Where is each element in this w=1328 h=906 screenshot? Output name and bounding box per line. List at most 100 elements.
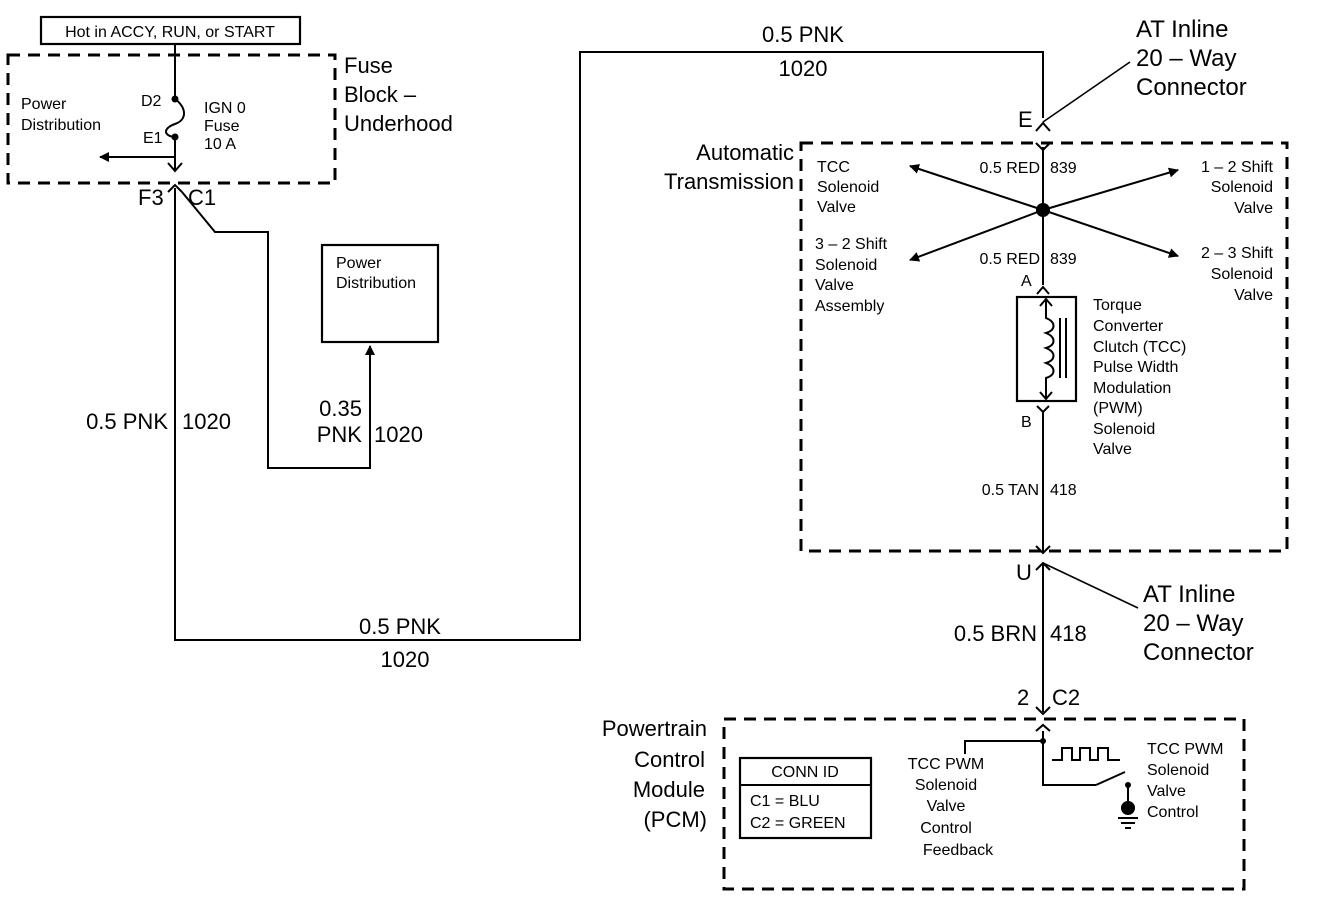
hot-label-box [39, 15, 302, 46]
wire-top-color-label: 0.5 PNK [762, 22, 844, 47]
connector-e-label: E [1018, 107, 1033, 132]
tcc-solenoid-label: TCC Solenoid Valve [817, 159, 879, 216]
svg-text:Control: Control [634, 747, 705, 772]
arrow-shift-23 [1042, 209, 1179, 258]
svg-text:Solenoid: Solenoid [1211, 179, 1273, 196]
wire-branch-color-label: 0.35 PNK [317, 396, 363, 447]
terminal-a-icon [1036, 285, 1050, 295]
svg-text:20 – Way: 20 – Way [1136, 45, 1237, 72]
connector-f3-c1-icon [167, 162, 183, 193]
svg-text:PNK: PNK [317, 422, 363, 447]
svg-text:Converter: Converter [1093, 318, 1164, 335]
pcm-switch-icon [1095, 771, 1126, 786]
terminal-a-label: A [1021, 273, 1032, 290]
pwm-solenoid-label: Torque Converter Clutch (TCC) Pulse Widt… [1093, 297, 1186, 458]
connector-c2-icon [1035, 706, 1051, 732]
svg-text:Fuse: Fuse [204, 118, 240, 135]
svg-text:3 – 2 Shift: 3 – 2 Shift [815, 236, 888, 253]
fuse-block-outline [6, 53, 337, 185]
shift-32-label: 3 – 2 Shift Solenoid Valve Assembly [815, 236, 888, 315]
svg-text:AT Inline: AT Inline [1136, 16, 1229, 43]
wire-top-circuit-label: 1020 [779, 56, 828, 81]
fuse-element-icon [165, 98, 185, 138]
svg-text:Power: Power [21, 96, 67, 113]
svg-text:Underhood: Underhood [344, 111, 453, 136]
fuse-block-power-distribution-label: Power Distribution [21, 96, 101, 134]
svg-text:Modulation: Modulation [1093, 380, 1171, 397]
svg-text:Connector: Connector [1136, 74, 1247, 101]
wire-tan-circuit: 418 [1050, 482, 1077, 499]
terminal-b-icon [1036, 405, 1050, 414]
svg-text:Valve: Valve [1234, 200, 1273, 217]
svg-text:Solenoid: Solenoid [1093, 421, 1155, 438]
power-distribution-box-label: Power Distribution [336, 255, 416, 292]
pwm-waveform-icon [1052, 747, 1120, 761]
pcm-junction-dot [1040, 738, 1046, 744]
svg-text:Powertrain: Powertrain [602, 716, 707, 741]
svg-text:Solenoid: Solenoid [817, 179, 879, 196]
pwm-solenoid-coil-icon [1039, 297, 1067, 401]
svg-text:Power: Power [336, 255, 382, 272]
pcm-outline [722, 717, 1246, 891]
wire-red-top-color: 0.5 RED [980, 160, 1040, 177]
svg-text:Solenoid: Solenoid [1211, 266, 1273, 283]
wire-red-bottom-color: 0.5 RED [980, 251, 1040, 268]
wire-branch-circuit-label: 1020 [374, 422, 423, 447]
svg-text:Valve: Valve [1093, 441, 1132, 458]
svg-text:Valve: Valve [815, 277, 854, 294]
wire-bottom-color-label: 0.5 PNK [359, 614, 441, 639]
svg-text:IGN 0: IGN 0 [204, 100, 246, 117]
pin-2-label: 2 [1017, 685, 1029, 710]
svg-text:TCC: TCC [817, 159, 850, 176]
svg-text:Solenoid: Solenoid [1147, 762, 1209, 779]
connector-c2-label: C2 [1052, 685, 1080, 710]
svg-text:Control: Control [920, 820, 972, 837]
terminal-e1-label: E1 [143, 130, 163, 147]
connector-e-icon [1035, 121, 1051, 152]
fuse-block-title: Fuse Block – Underhood [344, 53, 453, 136]
svg-text:Assembly: Assembly [815, 298, 884, 315]
svg-text:Automatic: Automatic [696, 140, 794, 165]
wire-brn-circuit: 418 [1050, 621, 1087, 646]
terminal-b-label: B [1021, 414, 1032, 431]
wire-red-bottom-circuit: 839 [1050, 251, 1077, 268]
svg-text:10 A: 10 A [204, 136, 236, 153]
svg-text:TCC PWM: TCC PWM [908, 756, 984, 773]
pcm-feedback-label: TCC PWM Solenoid Valve Control Feedback [908, 756, 994, 859]
transmission-outline [799, 141, 1289, 553]
svg-text:Feedback: Feedback [923, 842, 994, 859]
at-inline-bottom-leader [1042, 562, 1139, 609]
svg-text:(PWM): (PWM) [1093, 400, 1143, 417]
conn-id-row: C2 = GREEN [750, 815, 846, 832]
svg-text:Block –: Block – [344, 82, 417, 107]
svg-text:(PCM): (PCM) [643, 807, 707, 832]
arrow-shift-12 [1042, 167, 1179, 211]
transmission-title: Automatic Transmission [664, 140, 794, 194]
ground-lines-icon [1118, 817, 1138, 829]
terminal-d2-label: D2 [141, 93, 162, 110]
pcm-control-label: TCC PWM Solenoid Valve Control [1147, 741, 1223, 821]
pcm-feedback-wire [964, 740, 1043, 754]
svg-text:Solenoid: Solenoid [915, 777, 977, 794]
svg-text:Distribution: Distribution [336, 275, 416, 292]
wire-bottom-circuit-label: 1020 [381, 647, 430, 672]
svg-text:Valve: Valve [1234, 287, 1273, 304]
shift-12-label: 1 – 2 Shift Solenoid Valve [1201, 159, 1274, 217]
wire-brn-color: 0.5 BRN [954, 621, 1037, 646]
svg-text:Module: Module [633, 777, 705, 802]
connector-f3-label: F3 [138, 185, 164, 210]
svg-text:Control: Control [1147, 804, 1199, 821]
at-inline-top-leader [1042, 61, 1131, 123]
svg-text:Valve: Valve [927, 798, 966, 815]
svg-text:2 – 3 Shift: 2 – 3 Shift [1201, 245, 1274, 262]
wire-left-circuit-label: 1020 [182, 409, 231, 434]
pcm-title: Powertrain Control Module (PCM) [602, 716, 707, 832]
conn-id-table: CONN ID C1 = BLU C2 = GREEN [738, 756, 873, 840]
wire-pnk-1020-main [174, 51, 1044, 641]
svg-text:AT Inline: AT Inline [1143, 581, 1236, 608]
svg-text:Clutch (TCC): Clutch (TCC) [1093, 339, 1186, 356]
svg-text:Solenoid: Solenoid [815, 257, 877, 274]
power-distribution-box [320, 243, 440, 344]
svg-text:TCC PWM: TCC PWM [1147, 741, 1223, 758]
